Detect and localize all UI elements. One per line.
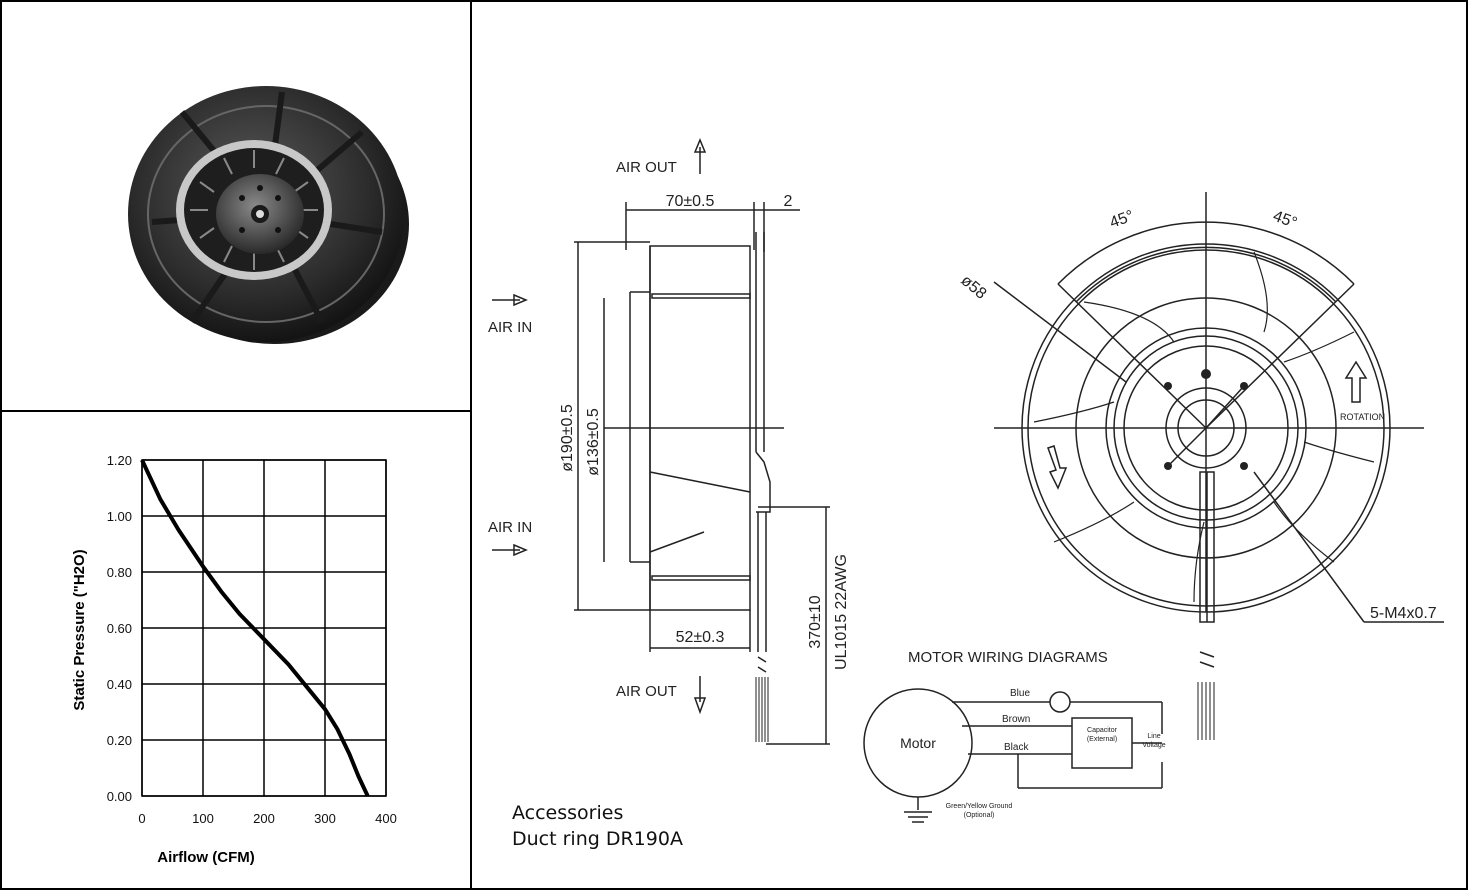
chart-grid [141, 459, 387, 797]
y-tick-label: 0.20 [107, 733, 132, 748]
x-tick-label: 200 [253, 811, 275, 826]
technical-drawing-panel: AIR OUT 70±0.5 2 ø190 [474, 2, 1466, 888]
fan-photo [128, 86, 409, 344]
y-tick-label: 1.20 [107, 453, 132, 468]
y-tick-label: 1.00 [107, 509, 132, 524]
rotation-label: ROTATION [1340, 412, 1385, 422]
y-tick-labels: 0.00 0.20 0.40 0.60 0.80 1.00 1.20 [107, 453, 132, 804]
performance-chart-panel: 0.00 0.20 0.40 0.60 0.80 1.00 1.20 0 100 200 300 4… [2, 412, 472, 888]
wire-black-label: Black [1004, 742, 1029, 753]
y-tick-label: 0.00 [107, 789, 132, 804]
x-tick-label: 100 [192, 811, 214, 826]
dim-inner-diameter: ø136±0.5 [585, 408, 602, 476]
air-out-top-label: AIR OUT [616, 159, 677, 176]
dim-lead-length: 370±10 [807, 595, 824, 648]
x-tick-label: 300 [314, 811, 336, 826]
angle-left: 45° [1108, 208, 1137, 232]
dim-width: 70±0.5 [666, 193, 715, 210]
air-out-top-arrow [693, 138, 707, 174]
rotation-arrow-left [1047, 445, 1068, 490]
air-in-top-arrow [492, 293, 528, 307]
motor-label: Motor [900, 735, 936, 751]
diameter-58: ø58 [957, 272, 989, 303]
capacitor-label: Capacitor (External) [1086, 727, 1118, 743]
accessories-heading: Accessories [512, 802, 624, 824]
angle-right: 45° [1271, 208, 1300, 232]
dim-outer-diameter: ø190±0.5 [559, 404, 576, 472]
x-tick-label: 0 [138, 811, 145, 826]
lead-wire-spec: UL1015 22AWG [833, 554, 850, 670]
air-in-bottom-label: AIR IN [488, 519, 532, 536]
rotation-arrow-right [1344, 360, 1368, 403]
accessories-block: Accessories Duct ring DR190A [512, 800, 683, 852]
y-tick-label: 0.60 [107, 621, 132, 636]
x-axis-label: Airflow (CFM) [157, 849, 254, 866]
y-axis-label: Static Pressure ("H2O) [71, 549, 88, 710]
dim-base: 52±0.3 [676, 629, 725, 646]
screw-spec: 5-M4x0.7 [1370, 605, 1437, 622]
air-in-top-label: AIR IN [488, 319, 532, 336]
wiring-diagram: MOTOR WIRING DIAGRAMS Motor Blue Brown B… [863, 649, 1166, 823]
accessories-item: Duct ring DR190A [512, 828, 683, 850]
x-tick-label: 400 [375, 811, 397, 826]
dim-flange: 2 [784, 193, 793, 210]
wiring-title: MOTOR WIRING DIAGRAMS [908, 649, 1108, 666]
wire-brown-label: Brown [1002, 714, 1030, 725]
x-tick-labels: 0 100 200 300 400 [138, 811, 396, 826]
side-view: AIR OUT 70±0.5 2 ø190 [488, 138, 850, 745]
dimension-drawing: AIR OUT 70±0.5 2 ø190 [488, 138, 1444, 823]
wire-blue-label: Blue [1010, 688, 1030, 699]
air-out-bottom-label: AIR OUT [616, 683, 677, 700]
y-tick-label: 0.40 [107, 677, 132, 692]
pressure-airflow-chart: 0.00 0.20 0.40 0.60 0.80 1.00 1.20 0 100 200 300 4… [71, 453, 397, 866]
air-in-bottom-arrow [492, 543, 528, 557]
ground-label: Green/Yellow Ground (Optional) [945, 803, 1013, 819]
fan-photo-panel [2, 2, 472, 412]
series-curve [140, 459, 370, 797]
front-view: 45° 45° ø58 ROTA [957, 192, 1444, 740]
y-tick-label: 0.80 [107, 565, 132, 580]
air-out-bottom-arrow [693, 676, 707, 715]
line-voltage-label: Line Voltage [1142, 733, 1166, 749]
